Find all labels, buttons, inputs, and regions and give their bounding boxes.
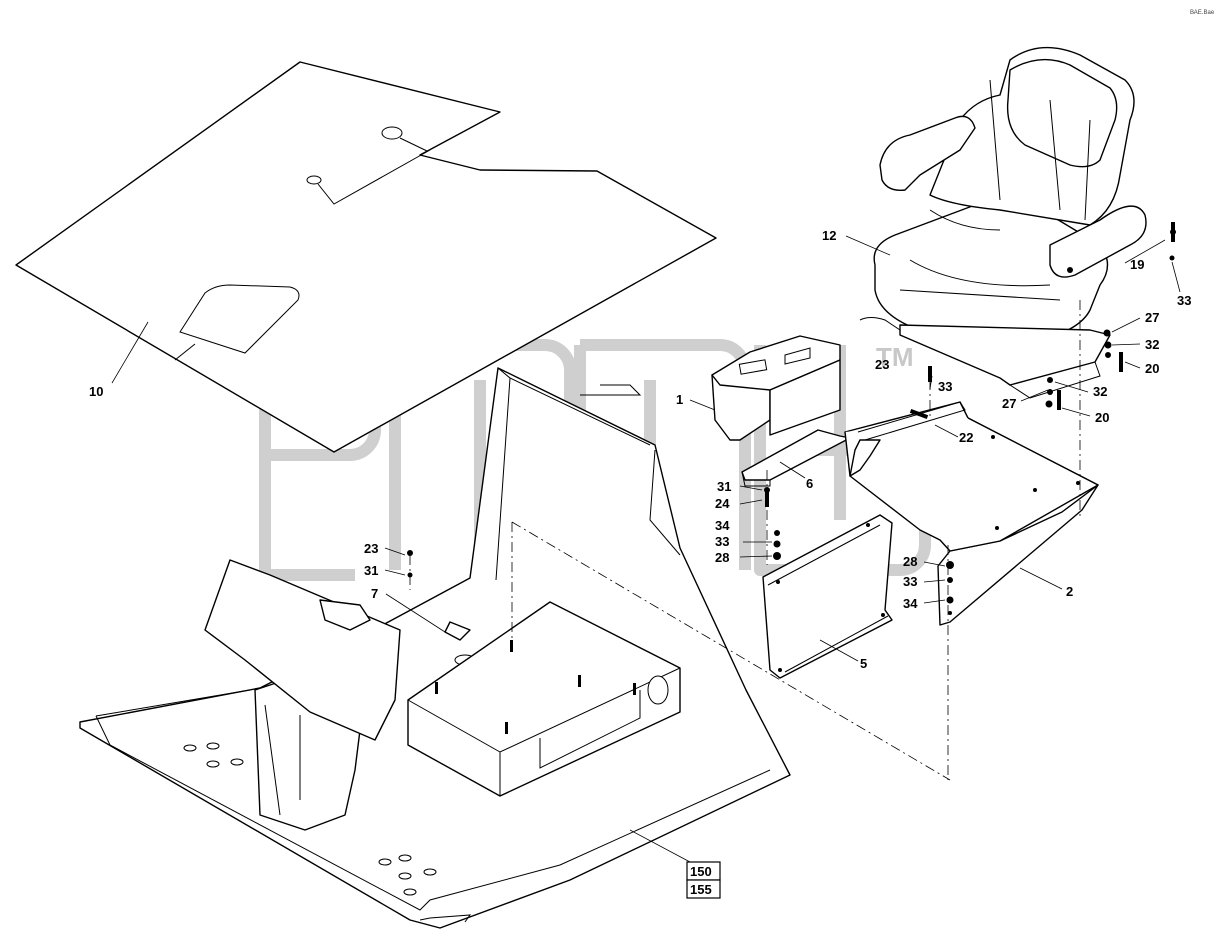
leader-lines bbox=[111, 235, 1181, 863]
callout-28-right: 28 bbox=[903, 554, 917, 569]
callout-7: 7 bbox=[371, 586, 378, 601]
callout-27-mid: 27 bbox=[1002, 396, 1016, 411]
reference-box-150: 150 bbox=[690, 864, 712, 879]
steering-pedestal bbox=[204, 559, 471, 831]
callout-5: 5 bbox=[860, 656, 867, 671]
callout-33-mid: 33 bbox=[938, 379, 952, 394]
callout-20-mid: 20 bbox=[1095, 410, 1109, 425]
callout-27-top: 27 bbox=[1145, 310, 1159, 325]
reference-boxes: 150 155 bbox=[686, 861, 721, 899]
callout-12: 12 bbox=[822, 228, 836, 243]
reference-box-155: 155 bbox=[690, 882, 712, 897]
callout-19: 19 bbox=[1130, 257, 1144, 272]
callout-6: 6 bbox=[806, 476, 813, 491]
callout-34-center: 34 bbox=[715, 518, 730, 533]
callout-23-top: 23 bbox=[875, 357, 889, 372]
callout-24: 24 bbox=[715, 496, 730, 511]
floor-mat-part-10 bbox=[15, 61, 717, 453]
callout-34-right: 34 bbox=[903, 596, 918, 611]
tool-box bbox=[407, 601, 681, 797]
callout-32-top: 32 bbox=[1145, 337, 1159, 352]
callout-labels: 10 12 1 6 22 2 5 7 19 33 27 32 20 32 27 … bbox=[89, 228, 1191, 671]
corner-mark: ВАЕ.Вae bbox=[1190, 10, 1215, 16]
callout-33-right: 33 bbox=[903, 574, 917, 589]
callout-22: 22 bbox=[959, 430, 973, 445]
callout-33-center: 33 bbox=[715, 534, 729, 549]
watermark-tm: TM bbox=[876, 342, 914, 372]
switch-housing-part-1 bbox=[711, 335, 841, 441]
callout-28-center: 28 bbox=[715, 550, 729, 565]
callout-1: 1 bbox=[676, 392, 683, 407]
callout-2: 2 bbox=[1066, 584, 1073, 599]
fastener-hardware bbox=[407, 222, 1176, 604]
callout-31-center: 31 bbox=[717, 479, 731, 494]
assembly-lines bbox=[409, 300, 1081, 781]
cab-base-frame bbox=[79, 367, 791, 929]
seat-console-part-2 bbox=[844, 401, 1099, 626]
operator-seat-part-12 bbox=[859, 46, 1147, 399]
support-bracket-part-5 bbox=[762, 514, 893, 679]
callout-20-top: 20 bbox=[1145, 361, 1159, 376]
callout-33-top: 33 bbox=[1177, 293, 1191, 308]
callout-23-left: 23 bbox=[364, 541, 378, 556]
callout-32-mid: 32 bbox=[1093, 384, 1107, 399]
callout-10: 10 bbox=[89, 384, 103, 399]
callout-31-left: 31 bbox=[364, 563, 378, 578]
